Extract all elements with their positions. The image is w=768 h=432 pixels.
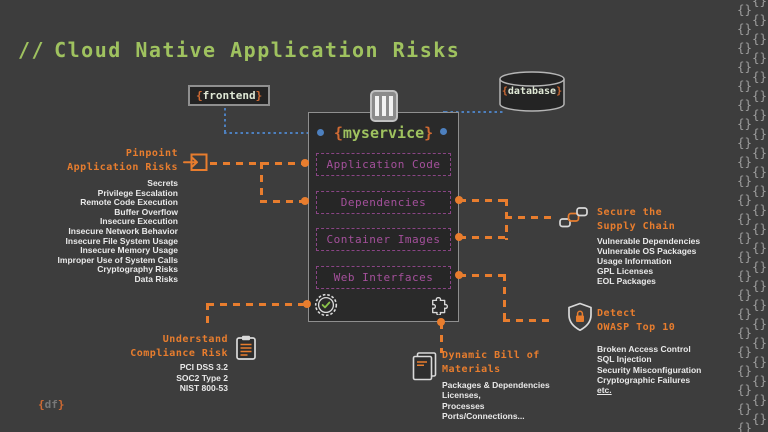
connector-compliance-vertical	[206, 303, 209, 329]
list-item: Licenses,	[442, 390, 481, 401]
container-icon	[370, 90, 398, 122]
myservice-panel	[308, 112, 459, 322]
title-text: Cloud Native Application Risks	[54, 38, 461, 62]
seal-check-icon	[314, 293, 338, 317]
frontend-node: {frontend}	[188, 85, 271, 106]
connector-containerimages-supply	[459, 236, 508, 239]
connector-endpoint	[301, 159, 309, 167]
puzzle-piece-icon	[431, 296, 450, 315]
documents-icon	[412, 352, 438, 381]
list-item: Insecure Execution	[100, 216, 178, 227]
brace: {	[501, 86, 508, 97]
connector-pinpoint-branch	[260, 162, 263, 203]
connector-endpoint	[455, 233, 463, 241]
list-item: NIST 800-53	[179, 383, 228, 394]
component-dependencies: Dependencies	[316, 191, 451, 214]
pinpoint-list: Secrets Privilege Escalation Remote Code…	[30, 178, 178, 285]
connector-endpoint	[301, 197, 309, 205]
brace: }	[255, 89, 263, 102]
brace: {	[333, 124, 343, 142]
list-item: Privilege Escalation	[97, 187, 178, 198]
connector-owasp-branch	[503, 319, 554, 322]
connector-endpoint	[455, 196, 463, 204]
list-item: PCI DSS 3.2	[179, 362, 228, 372]
connector-supply-branch	[505, 216, 556, 219]
database-label: database	[507, 86, 557, 97]
connector-webinterfaces-owasp	[459, 274, 506, 277]
title-comment-prefix: //	[18, 38, 46, 62]
list-item: Buffer Overflow	[114, 206, 178, 217]
connector-pinpoint-appcode	[210, 162, 305, 165]
list-item: Improper Use of System Calls	[57, 254, 178, 265]
connector-database-horizontal	[445, 111, 505, 113]
list-item: Remote Code Execution	[80, 197, 178, 208]
connector-dependencies-supply	[459, 199, 508, 202]
page-title: // Cloud Native Application Risks	[18, 38, 460, 62]
brace: }	[424, 124, 434, 142]
connector-endpoint	[303, 300, 311, 308]
list-item: Packages & Dependencies	[442, 380, 550, 390]
connector-frontend-vertical	[224, 108, 226, 134]
brace: }	[556, 86, 563, 97]
connector-supply-vertical	[505, 199, 508, 240]
list-item: EOL Packages	[597, 275, 656, 286]
myservice-label: myservice	[342, 124, 425, 142]
df-watermark: {df}	[38, 398, 65, 411]
connector-endpoint	[455, 271, 463, 279]
list-item: GPL Licenses	[597, 265, 654, 276]
list-item: Data Risks	[134, 273, 178, 284]
supply-list: Vulnerable Dependencies Vulnerable OS Pa…	[597, 236, 701, 287]
brace-pattern-decoration: {} {} {} {} {} {} {} {} {} {} {} {} {} {…	[736, 2, 752, 432]
owasp-list: Broken Access Control SQL Injection Secu…	[597, 344, 701, 395]
database-cylinder-icon	[498, 70, 566, 114]
connector-database-endpoint	[440, 128, 447, 135]
list-item: Broken Access Control	[597, 344, 691, 354]
clipboard-icon	[236, 335, 256, 360]
list-item: Insecure Memory Usage	[80, 245, 178, 256]
connector-seal-compliance	[207, 303, 307, 306]
brace: {	[196, 89, 203, 102]
list-item: Secrets	[147, 178, 178, 188]
list-item: SQL Injection	[597, 354, 652, 365]
brace-pattern-decoration: {} {} {} {} {} {} {} {} {} {} {} {} {} {…	[751, 0, 767, 432]
list-item: SOC2 Type 2	[176, 372, 228, 383]
compliance-list: PCI DSS 3.2 SOC2 Type 2 NIST 800-53	[80, 362, 228, 394]
connector-frontend-endpoint	[317, 129, 324, 136]
connector-owasp-vertical	[503, 274, 506, 322]
list-item: Security Misconfiguration	[597, 364, 702, 375]
chain-links-icon	[559, 207, 589, 228]
database-node: {database}	[498, 86, 566, 97]
connector-pinpoint-dependencies	[260, 200, 305, 203]
list-item: Usage Information	[597, 255, 672, 266]
list-item-etc: etc.	[597, 385, 612, 396]
component-container-images: Container Images	[316, 228, 451, 251]
bom-list: Packages & Dependencies Licenses, Proces…	[442, 380, 550, 421]
connector-endpoint	[437, 318, 445, 326]
list-item: Vulnerable Dependencies	[597, 236, 701, 246]
list-item: Cryptography Risks	[97, 264, 178, 275]
arrow-into-box-icon	[183, 153, 208, 173]
frontend-label: frontend	[202, 89, 256, 102]
component-application-code: Application Code	[316, 153, 451, 176]
myservice-node: {myservice}	[308, 124, 459, 142]
shield-lock-icon	[567, 302, 593, 332]
list-item: Ports/Connections...	[442, 410, 525, 421]
list-item: Vulnerable OS Packages	[597, 245, 697, 256]
component-web-interfaces: Web Interfaces	[316, 266, 451, 289]
list-item: Insecure Network Behavior	[68, 225, 178, 236]
list-item: Cryptographic Failures	[597, 374, 691, 385]
connector-frontend-horizontal	[224, 132, 318, 134]
list-item: Processes	[442, 400, 485, 411]
connector-puzzle-bom	[440, 322, 443, 353]
list-item: Insecure File System Usage	[65, 235, 178, 246]
